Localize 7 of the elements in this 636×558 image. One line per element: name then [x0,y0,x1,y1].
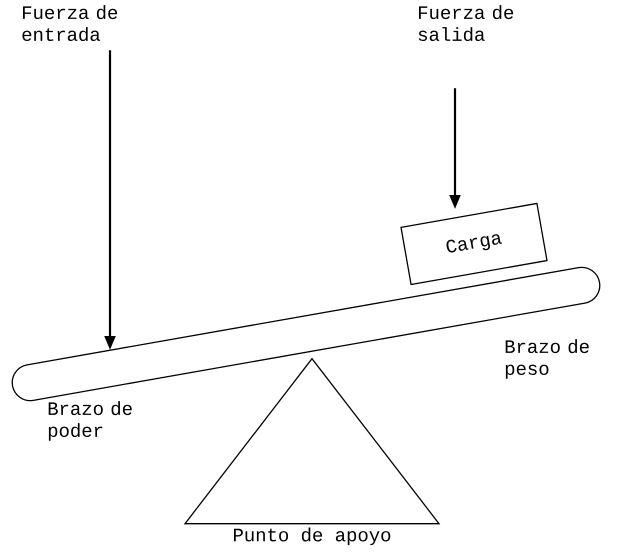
arm-label: Brazo de poder [48,401,132,441]
load-box: Carga [400,202,548,286]
force-label: Fuerza de entrada [22,5,118,42]
node-label: Punto de apoyo [234,528,390,546]
arm-label: Brazo de peso [506,339,589,379]
force-label: Fuerza de salida [418,5,514,42]
lever-bar [12,266,600,402]
